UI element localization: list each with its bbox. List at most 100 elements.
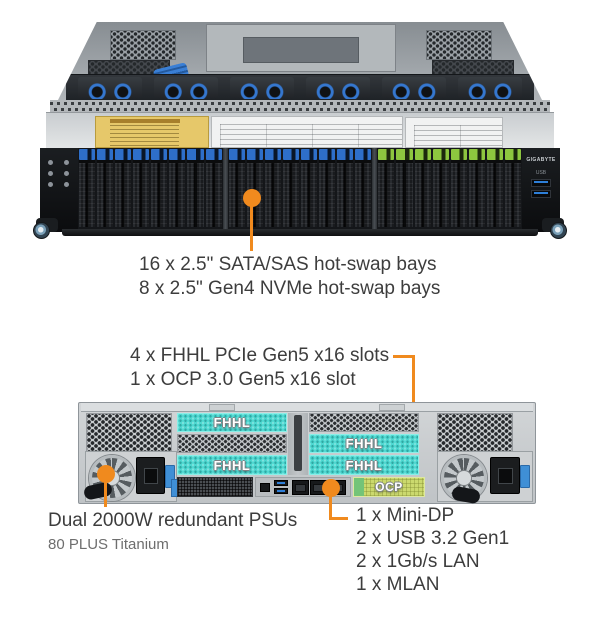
- io-line-2: 2 x USB 3.2 Gen1: [356, 528, 510, 549]
- rear-usb-port-1: [274, 480, 288, 486]
- drive-bay: [282, 149, 299, 227]
- drive-bay: [450, 149, 467, 227]
- drive-bay-body: [396, 160, 413, 227]
- bay-group-divider: [372, 148, 378, 229]
- drive-bay-body: [133, 160, 150, 227]
- drive-bay-body: [378, 160, 395, 227]
- psu-right: [437, 451, 533, 505]
- drive-bay-body: [450, 160, 467, 227]
- drive-bay-latch: [169, 149, 186, 160]
- drive-bay-body: [187, 160, 204, 227]
- drive-bay-group-1: [78, 148, 223, 229]
- drive-bay-latch: [414, 149, 431, 160]
- rack-ear-right: GIGABYTE USB: [522, 148, 567, 239]
- drive-bay: [205, 149, 222, 227]
- drive-bay-latch: [79, 149, 96, 160]
- drive-bay-body: [115, 160, 132, 227]
- fhhl-slot-label: FHHL: [213, 415, 251, 430]
- fhhl-slot: FHHL: [177, 413, 287, 432]
- drive-bay-latch: [264, 149, 281, 160]
- fhhl-slot: FHHL: [177, 455, 287, 475]
- drive-bay-body: [282, 160, 299, 227]
- brand-logo: GIGABYTE: [526, 157, 556, 163]
- drive-bay: [504, 149, 521, 227]
- front-panel-leds: [40, 148, 78, 187]
- drive-bay-body: [205, 160, 222, 227]
- rear-usb-port-2: [274, 488, 288, 494]
- drive-bay-body: [228, 160, 245, 227]
- rear-lip-tab: [209, 404, 235, 411]
- id-led-icon: [63, 160, 69, 165]
- rack-ear-left: [33, 148, 78, 239]
- drive-bay: [486, 149, 503, 227]
- drive-bay-latch: [450, 149, 467, 160]
- pcie-line-2: 1 x OCP 3.0 Gen5 x16 slot: [130, 369, 356, 390]
- drive-bay-body: [97, 160, 114, 227]
- front-chassis-internals: [58, 22, 542, 100]
- drive-bay: [414, 149, 431, 227]
- service-label: [211, 116, 403, 148]
- front-bays-callout-line: [250, 199, 253, 251]
- drive-bay-latch: [319, 149, 336, 160]
- drive-bay-body: [300, 160, 318, 227]
- usb-label: USB: [535, 170, 547, 176]
- lan-led-icon: [63, 171, 69, 176]
- psu-power-inlet: [136, 457, 165, 494]
- thumbscrew-right: [550, 222, 567, 239]
- drive-bay: [151, 149, 168, 227]
- drive-bay-latch: [504, 149, 521, 160]
- drive-bay: [97, 149, 114, 227]
- rear-lip-tab: [379, 404, 405, 411]
- drive-bay-latch: [151, 149, 168, 160]
- cooling-fan-icon: [230, 77, 294, 99]
- drive-bay: [319, 149, 336, 227]
- power-led-icon: [47, 160, 53, 165]
- drive-bay-body: [319, 160, 336, 227]
- pcie-callout-line-h: [393, 355, 415, 358]
- pcie-callout-text: 4 x FHHL PCIe Gen5 x16 slots 1 x OCP 3.0…: [130, 344, 389, 392]
- status-led-icon: [47, 182, 53, 187]
- air-shroud-window: [243, 37, 359, 63]
- drive-bay-latch: [378, 149, 395, 160]
- ocp-green-strip: [354, 478, 364, 496]
- drive-bay: [468, 149, 485, 227]
- drive-bay-latch: [396, 149, 413, 160]
- mini-dp-port: [260, 483, 270, 492]
- front-bays-line-1: 16 x 2.5" SATA/SAS hot-swap bays: [139, 254, 437, 275]
- rear-top-lip: [81, 403, 533, 412]
- drive-bay-latch: [468, 149, 485, 160]
- io-line-3: 2 x 1Gb/s LAN: [356, 551, 480, 572]
- drive-bay-body: [468, 160, 485, 227]
- drive-bay: [79, 149, 96, 227]
- drive-bay: [337, 149, 354, 227]
- cooling-fan-icon: [154, 77, 218, 99]
- drive-bay-latch: [246, 149, 263, 160]
- spec-label: [405, 117, 503, 148]
- fhhl-slot-label: FHHL: [345, 457, 383, 473]
- psu-line-2: 80 PLUS Titanium: [48, 536, 169, 553]
- io-callout-line-h: [331, 517, 348, 520]
- drive-bay-body: [504, 160, 521, 227]
- rear-vent-left: [86, 413, 172, 452]
- drive-bay: [300, 149, 318, 227]
- internal-vent-left: [110, 30, 176, 60]
- front-bays-line-2: 8 x 2.5" Gen4 NVMe hot-swap bays: [139, 278, 441, 299]
- vent-slot: [177, 434, 287, 453]
- drive-bay: [187, 149, 204, 227]
- drive-bay: [432, 149, 449, 227]
- io-callout-text: 1 x Mini-DP 2 x USB 3.2 Gen1 2 x 1Gb/s L…: [356, 504, 509, 596]
- psu-power-inlet: [490, 457, 520, 494]
- hdd-led-icon: [47, 171, 53, 176]
- reset-led-icon: [63, 182, 69, 187]
- drive-bay: [228, 149, 245, 227]
- drive-bay-latch: [97, 149, 114, 160]
- bay-group-divider: [222, 148, 228, 229]
- io-line-4: 1 x MLAN: [356, 574, 440, 595]
- front-usb-port-2: [531, 190, 551, 198]
- cooling-fan-icon: [306, 77, 370, 99]
- riser-center-spine: [288, 413, 308, 475]
- psu-callout-line: [104, 474, 107, 507]
- front-bays-callout-dot: [243, 189, 261, 207]
